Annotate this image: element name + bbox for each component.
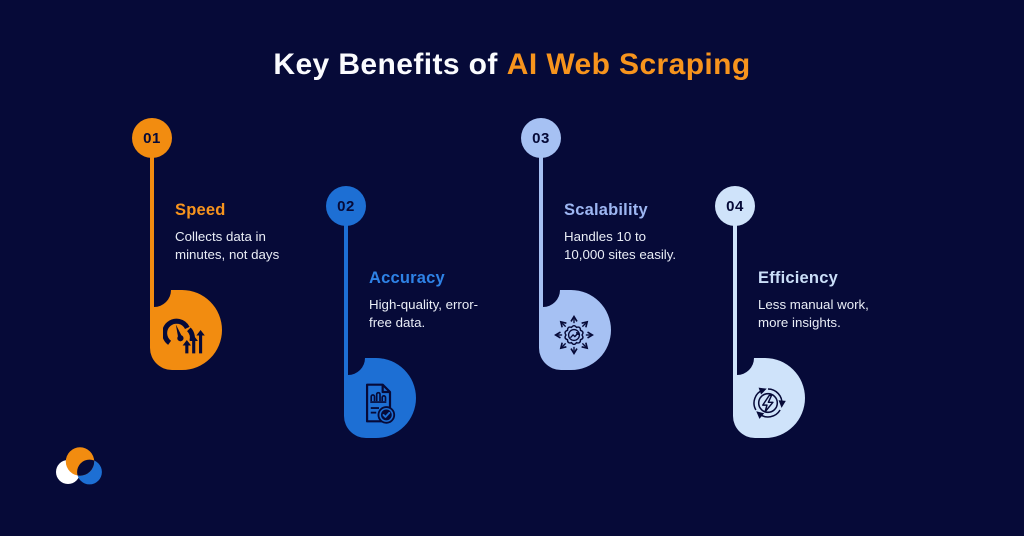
benefit-title: Scalability	[564, 201, 648, 219]
benefit-item-efficiency: 04 Efficiency Less manual work,	[715, 186, 905, 486]
icon-blob	[733, 358, 805, 438]
step-number-badge: 03	[521, 118, 561, 158]
benefit-title: Accuracy	[369, 269, 445, 287]
blob-notch	[737, 358, 754, 375]
benefit-title: Speed	[175, 201, 226, 219]
benefit-item-speed: 01 Speed Collects data in minutes, not d…	[132, 118, 322, 418]
benefit-item-accuracy: 02 Accuracy High-quality, error-	[326, 186, 516, 486]
benefit-text-block: Scalability Handles 10 to 10,000 sites e…	[564, 201, 709, 263]
icon-blob	[150, 290, 222, 370]
benefit-description: Collects data in minutes, not days	[175, 229, 280, 262]
step-number-badge: 04	[715, 186, 755, 226]
icon-blob	[344, 358, 416, 438]
document-check-icon	[365, 383, 396, 424]
benefit-description: High-quality, error- free data.	[369, 297, 479, 330]
benefit-text-block: Speed Collects data in minutes, not days	[175, 201, 320, 263]
blob-notch	[348, 358, 365, 375]
connector-line	[150, 156, 154, 292]
icon-blob	[539, 290, 611, 370]
benefit-item-scalability: 03	[521, 118, 711, 418]
expand-arrows-icon	[554, 315, 594, 355]
blob-notch	[543, 290, 560, 307]
cycle-bolt-icon	[753, 387, 786, 419]
connector-line	[344, 224, 348, 360]
connector-line	[539, 156, 543, 292]
page-title-highlight: AI Web Scraping	[506, 48, 751, 81]
page-title-prefix: Key Benefits of	[273, 48, 498, 81]
connector-line	[733, 224, 737, 360]
benefit-description: Less manual work, more insights.	[758, 297, 869, 330]
blob-notch	[154, 290, 171, 307]
brand-cloud-logo	[56, 447, 102, 485]
speedometer-growth-icon	[163, 318, 205, 354]
benefit-title: Efficiency	[758, 269, 838, 287]
benefit-text-block: Efficiency Less manual work, more insigh…	[758, 269, 903, 331]
step-number-badge: 02	[326, 186, 366, 226]
step-number-badge: 01	[132, 118, 172, 158]
benefit-description: Handles 10 to 10,000 sites easily.	[564, 229, 677, 262]
benefit-text-block: Accuracy High-quality, error- free data.	[369, 269, 514, 331]
